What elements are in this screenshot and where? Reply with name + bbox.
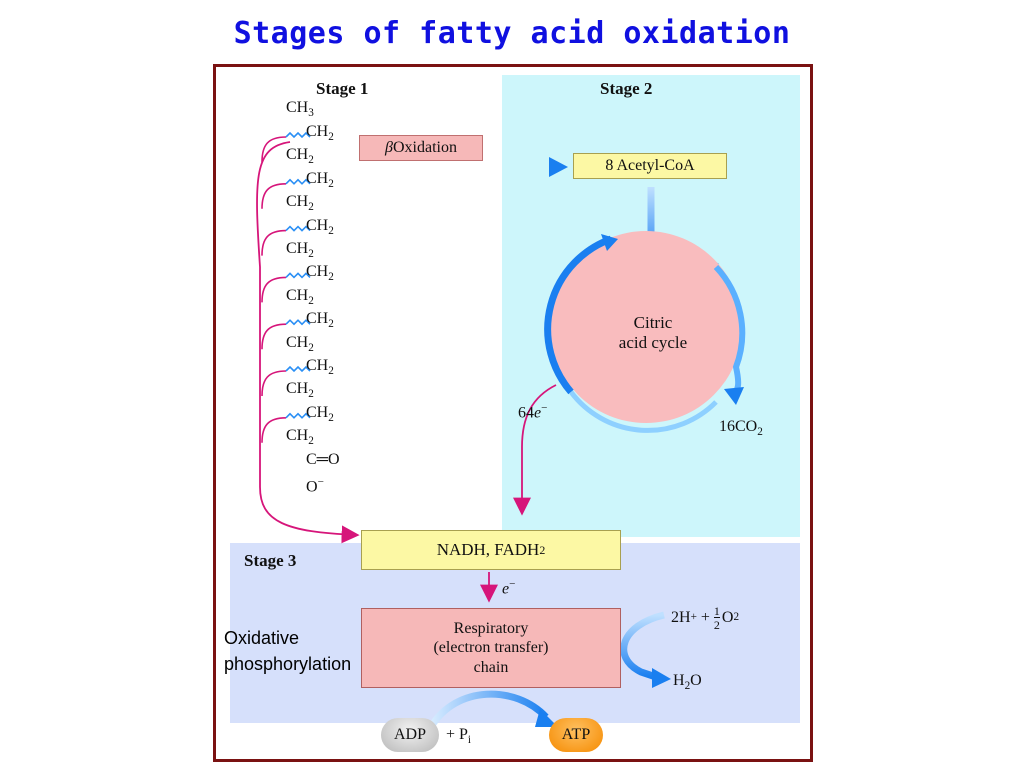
stage1-label: Stage 1 bbox=[316, 79, 369, 98]
respiratory-chain-box: Respiratory (electron transfer) chain bbox=[361, 608, 621, 688]
adp-to-atp-arrow bbox=[427, 690, 549, 729]
cycle-electrons-label: 64e− bbox=[518, 402, 548, 422]
beta-cleavage-brackets bbox=[261, 136, 287, 443]
oxidative-phosphorylation-label: Oxidative phosphorylation bbox=[224, 628, 352, 675]
cleavage-bracket bbox=[261, 417, 287, 443]
carbonyl-group: C═O bbox=[306, 451, 340, 468]
cleavage-squiggle bbox=[285, 178, 311, 185]
electrons-to-nadh-arrow bbox=[513, 384, 557, 516]
ch2-group: CH2 bbox=[286, 380, 314, 401]
diagram-arrows bbox=[256, 131, 746, 729]
beta-symbol: β bbox=[385, 139, 393, 156]
cleavage-bracket bbox=[261, 136, 287, 163]
ch2-group: CH2 bbox=[306, 263, 334, 284]
ch2-group: CH2 bbox=[306, 169, 334, 190]
water-label: H2O bbox=[673, 672, 702, 693]
half-fraction: 1 2 bbox=[713, 604, 720, 632]
ch2-group: CH2 bbox=[286, 427, 314, 448]
chain-electrons-label: e− bbox=[502, 578, 516, 598]
beta-oxidation-label: Oxidation bbox=[392, 139, 457, 156]
cleavage-squiggle bbox=[285, 272, 311, 279]
ch2-group: CH2 bbox=[286, 146, 314, 167]
citric-acid-cycle-label: Citric acid cycle bbox=[568, 313, 738, 352]
cleavage-squiggle bbox=[285, 225, 311, 232]
cleavage-bracket bbox=[261, 183, 287, 209]
ch3-group: CH3 bbox=[286, 99, 314, 120]
ch2-group: CH2 bbox=[306, 403, 334, 424]
ch2-group: CH2 bbox=[286, 193, 314, 214]
atp-pill: ATP bbox=[549, 718, 603, 752]
citric-line2: acid cycle bbox=[618, 332, 688, 352]
cleavage-squiggle bbox=[285, 131, 311, 139]
ch2-group: CH2 bbox=[306, 310, 334, 331]
cleavage-bracket bbox=[261, 323, 287, 350]
cleavage-squiggle bbox=[285, 412, 311, 419]
ch2-group: CH2 bbox=[286, 333, 314, 354]
diagram-frame: Stage 1 Stage 2 Stage 3 bbox=[213, 64, 813, 762]
ch2-group: CH2 bbox=[306, 216, 334, 237]
ch2-group: CH2 bbox=[286, 240, 314, 261]
cycle-to-co2-arrow bbox=[713, 264, 746, 397]
cleavage-squiggles bbox=[285, 131, 311, 419]
phosphate-label: + Pi bbox=[446, 726, 472, 747]
acetyl-coa-label: 8 Acetyl-CoA bbox=[605, 157, 695, 174]
cleavage-squiggle bbox=[285, 319, 311, 326]
oxygen-to-water-arrow bbox=[620, 611, 665, 681]
carboxylate-oxygen: O− bbox=[306, 476, 324, 496]
ch2-group: CH2 bbox=[286, 286, 314, 307]
acetyl-coa-box: 8 Acetyl-CoA bbox=[573, 153, 727, 179]
cleavage-squiggle bbox=[285, 365, 311, 373]
page-title: Stages of fatty acid oxidation bbox=[233, 16, 791, 51]
cleavage-bracket bbox=[261, 370, 287, 397]
cleavage-bracket bbox=[261, 229, 287, 256]
cleavage-bracket bbox=[261, 276, 287, 303]
stage2-label: Stage 2 bbox=[600, 79, 653, 98]
citric-line1: Citric bbox=[633, 313, 673, 332]
ch2-group: CH2 bbox=[306, 123, 334, 144]
ch2-group: CH2 bbox=[306, 357, 334, 378]
co2-label: 16CO2 bbox=[719, 418, 763, 439]
bracket-to-nadh-arrow bbox=[256, 141, 360, 544]
stage3-label: Stage 3 bbox=[244, 551, 297, 570]
adp-pill: ADP bbox=[381, 718, 439, 752]
